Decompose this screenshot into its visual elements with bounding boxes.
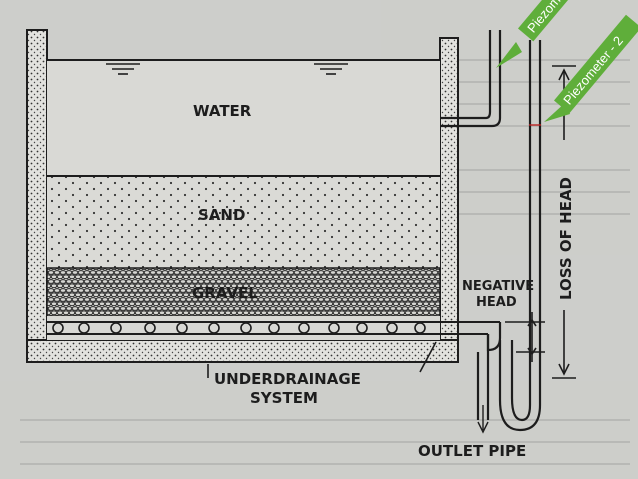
piezometer-1-arrow <box>496 42 522 68</box>
piezometer-tube-1 <box>440 30 502 128</box>
sand-layer <box>47 175 440 268</box>
piezometer-2-arrow <box>544 102 570 122</box>
water-layer <box>47 59 440 176</box>
water-level-symbol-right <box>314 63 348 75</box>
underdrainage-label-line2: SYSTEM <box>250 389 318 407</box>
loss-of-head-label: LOSS OF HEAD <box>557 177 575 300</box>
gravel-layer <box>46 267 441 317</box>
negative-head-label-line1: NEGATIVE <box>462 279 534 294</box>
water-label: WATER <box>193 102 252 120</box>
water-level-symbol-left <box>106 63 140 75</box>
negative-head-dimension <box>505 312 545 362</box>
gravel-label: GRAVEL <box>192 284 258 302</box>
underdrainage-label-line1: UNDERDRAINAGE <box>214 370 361 388</box>
underdrain-pipe <box>47 316 500 340</box>
outlet-pipe <box>476 322 542 434</box>
sand-label: SAND <box>198 206 245 224</box>
piezometer-tube-2 <box>528 40 542 365</box>
callout-leaders <box>207 341 437 378</box>
negative-head-label-line2: HEAD <box>476 295 517 310</box>
outlet-pipe-label: OUTLET PIPE <box>418 442 526 460</box>
